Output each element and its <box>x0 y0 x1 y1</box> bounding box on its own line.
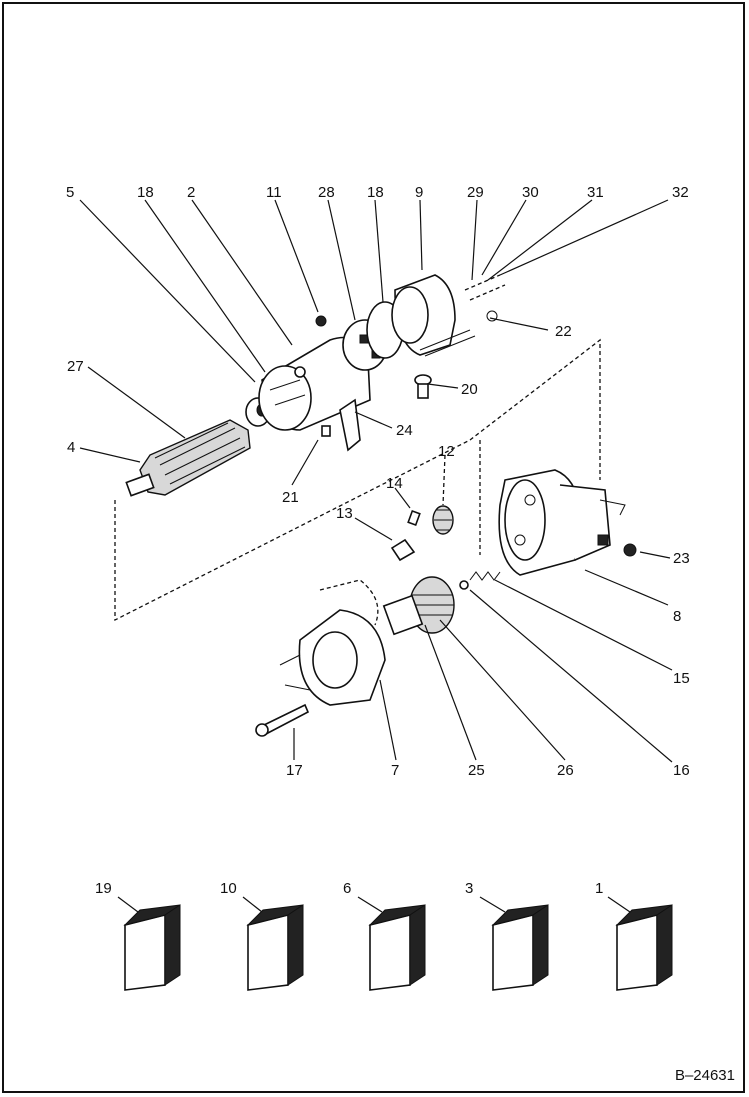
kit-label-6: 6 <box>343 880 351 897</box>
callout-28: 28 <box>318 184 335 201</box>
kit-box-3: 3 <box>185 880 549 991</box>
callout-29: 29 <box>467 184 484 201</box>
callout-14: 14 <box>386 475 403 492</box>
cover-bolts <box>419 274 506 357</box>
callout-23: 23 <box>673 550 690 567</box>
callout-17: 17 <box>286 762 303 779</box>
overrunning-clutch <box>382 576 455 636</box>
spring-ball <box>459 571 501 590</box>
kit-box-10: 10 <box>220 880 304 991</box>
gear-set <box>390 505 454 562</box>
kit-boxes: 19 10 6 3 <box>62 880 673 991</box>
kit-label-3: 3 <box>465 880 473 897</box>
reference-number: B–24631 <box>675 1067 735 1084</box>
kit-box-1: 1 <box>309 880 673 991</box>
callout-5: 5 <box>66 184 74 201</box>
nut-part <box>315 315 327 327</box>
callout-26: 26 <box>557 762 574 779</box>
callout-20: 20 <box>461 381 478 398</box>
callout-32: 32 <box>672 184 689 201</box>
callout-24: 24 <box>396 422 413 439</box>
armature <box>125 397 271 497</box>
kit-box-19: 19 <box>95 880 181 991</box>
callout-labels: 5 18 2 11 28 18 9 29 30 31 32 22 20 24 2… <box>66 184 690 779</box>
callout-30: 30 <box>522 184 539 201</box>
callout-13: 13 <box>336 505 353 522</box>
kit-label-19: 19 <box>95 880 112 897</box>
through-bolt <box>255 703 310 737</box>
kit-label-10: 10 <box>220 880 237 897</box>
callout-8: 8 <box>673 608 681 625</box>
callout-9: 9 <box>415 184 423 201</box>
callout-11: 11 <box>266 184 282 201</box>
assembly-outline <box>114 338 601 622</box>
callout-21: 21 <box>282 489 299 506</box>
callout-4: 4 <box>67 439 75 456</box>
callout-18a: 18 <box>137 184 154 201</box>
callout-2: 2 <box>187 184 195 201</box>
end-cover <box>391 274 456 356</box>
magnetic-switch <box>498 469 637 576</box>
callout-18b: 18 <box>367 184 384 201</box>
callout-16: 16 <box>673 762 690 779</box>
callout-22: 22 <box>555 323 572 340</box>
callout-12: 12 <box>438 443 455 460</box>
yoke-housing <box>258 336 371 431</box>
callout-31: 31 <box>587 184 604 201</box>
screw-part <box>414 374 432 399</box>
kit-box-6: 6 <box>62 880 426 991</box>
callout-27: 27 <box>67 358 84 375</box>
callout-15: 15 <box>673 670 690 687</box>
callout-25: 25 <box>468 762 485 779</box>
leader-lines <box>79 199 673 763</box>
gear-case <box>279 579 386 706</box>
callout-7: 7 <box>391 762 399 779</box>
kit-label-1: 1 <box>595 880 603 897</box>
